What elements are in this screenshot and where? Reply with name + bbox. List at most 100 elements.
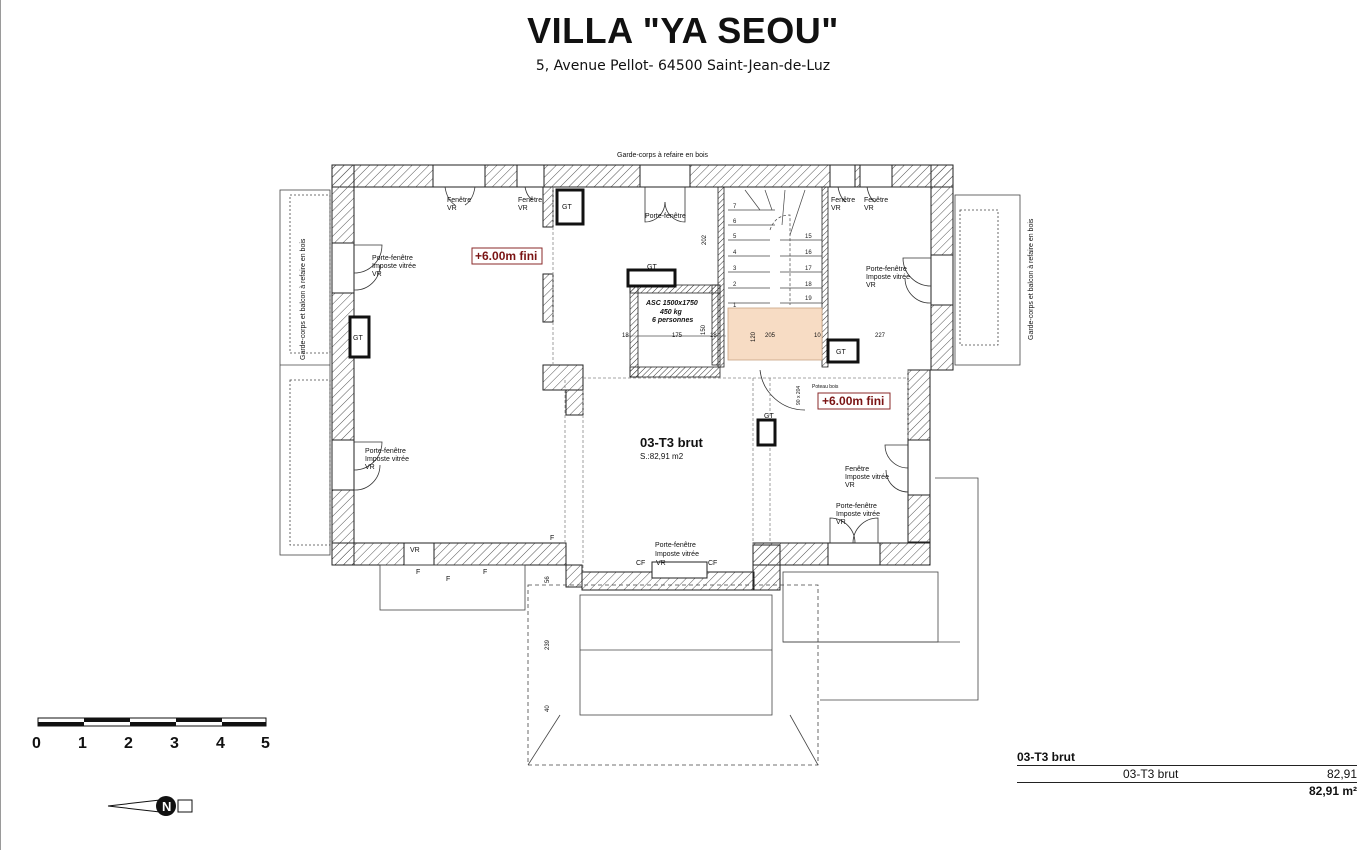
unit-area-label: S.:82,91 m2 <box>640 452 684 461</box>
stair-step-17: 17 <box>805 266 812 272</box>
label-porte-fenetre-bottom: Porte-fenêtre <box>655 542 696 549</box>
label-fenetre-top-1: Fenêtre <box>447 197 471 204</box>
unit-name-label: 03-T3 brut <box>640 435 704 450</box>
dim-202: 202 <box>702 234 708 245</box>
scale-label-4: 4 <box>216 735 225 752</box>
balconies <box>279 189 1021 766</box>
label-poteau-bois: Poteau bois <box>812 384 839 390</box>
label-imposte-bottom-right: Imposte vitrée <box>836 511 880 518</box>
partitions <box>552 187 909 572</box>
label-porte-fenetre-left-2: Porte-fenêtre <box>365 448 406 455</box>
stair-step-19: 19 <box>805 296 812 302</box>
label-left-railing: Garde-corps et balcon à refaire en bois <box>300 238 307 360</box>
area-schedule-table: 03-T3 brut 03-T3 brut 82,91 82,91 m² <box>1017 750 1357 798</box>
dim-56: 56 <box>545 576 551 583</box>
area-table-title: 03-T3 brut <box>1017 750 1357 766</box>
stair-landing <box>727 307 823 361</box>
label-vr-left-1: VR <box>372 271 382 278</box>
dim-205: 205 <box>765 333 776 339</box>
label-fenetre-right-low: Fenêtre <box>845 466 869 473</box>
stair-step-1: 1 <box>733 303 737 309</box>
label-porte-fenetre-top: Porte-fenêtre <box>645 213 686 220</box>
scale-label-3: 3 <box>170 735 179 752</box>
label-vr-bottom: VR <box>656 560 666 567</box>
scale-label-5: 5 <box>261 735 270 752</box>
project-address: 5, Avenue Pellot- 64500 Saint-Jean-de-Lu… <box>535 58 831 74</box>
area-table-row: 03-T3 brut 82,91 <box>1017 766 1357 783</box>
label-gt-1: GT <box>562 204 572 211</box>
scale-label-0: 0 <box>32 735 41 752</box>
scale-bar <box>37 717 267 727</box>
label-vr-bottom-right: VR <box>836 519 846 526</box>
stair-step-4: 4 <box>733 250 737 256</box>
elevator-spec-2: 450 kg <box>659 309 683 316</box>
label-porte-fenetre-left-1: Porte-fenêtre <box>372 255 413 262</box>
label-vr-right-low: VR <box>845 482 855 489</box>
dim-door-204: 90 x 204 <box>796 386 802 405</box>
dim-10: 10 <box>814 333 821 339</box>
label-vr-top-4: VR <box>864 205 874 212</box>
area-table-row-name: 03-T3 brut <box>1123 767 1179 781</box>
dim-239: 239 <box>545 639 551 650</box>
label-vr-top-1: VR <box>447 205 457 212</box>
label-porte-fenetre-right: Porte-fenêtre <box>866 266 907 273</box>
area-table-total: 82,91 m² <box>1308 784 1357 798</box>
dim-227: 227 <box>875 333 886 339</box>
label-f-bay-2: F <box>446 576 450 583</box>
stair-step-15: 15 <box>805 234 812 240</box>
stair-step-5: 5 <box>733 234 737 240</box>
elevator-spec-1: ASC 1500x1750 <box>645 300 698 307</box>
dim-18-a: 18 <box>622 333 629 339</box>
dim-175: 175 <box>672 333 683 339</box>
stair-step-7: 7 <box>733 204 737 210</box>
label-cf-bottom-2: CF <box>708 560 717 567</box>
dim-40: 40 <box>545 705 551 712</box>
label-vr-top-3: VR <box>831 205 841 212</box>
dim-18-b: 18 <box>710 333 717 339</box>
scale-label-2: 2 <box>124 735 133 752</box>
stair-step-16: 16 <box>805 250 812 256</box>
level-marker-right-box <box>817 392 891 410</box>
elevator-shaft <box>626 284 726 378</box>
svg-text:N: N <box>162 799 171 814</box>
label-imposte-right: Imposte vitrée <box>866 274 910 281</box>
stair-step-3: 3 <box>733 266 737 272</box>
label-gt-3: GT <box>647 264 657 271</box>
label-f-wall: F <box>550 535 554 542</box>
label-f-bay-3: F <box>483 569 487 576</box>
level-marker-right: +6.00m fini <box>822 394 884 408</box>
label-cf-bottom-1: CF <box>636 560 645 567</box>
label-gt-4: GT <box>836 349 846 356</box>
label-imposte-bottom: Imposte vitrée <box>655 551 699 558</box>
window-openings <box>331 164 954 579</box>
stair-step-2: 2 <box>733 282 737 288</box>
project-title: VILLA "YA SEOU" <box>527 10 839 51</box>
label-top-railing: Garde-corps à refaire en bois <box>617 152 709 159</box>
stair-step-18: 18 <box>805 282 812 288</box>
label-vr-top-2: VR <box>518 205 528 212</box>
level-marker-left-box <box>471 247 543 265</box>
stair-step-6: 6 <box>733 219 737 225</box>
label-vr-bottom-left: VR <box>410 547 420 554</box>
label-imposte-left-2: Imposte vitrée <box>365 456 409 463</box>
scale-label-1: 1 <box>78 735 87 752</box>
area-table-row-value: 82,91 <box>1326 767 1357 781</box>
label-fenetre-top-4: Fenêtre <box>864 197 888 204</box>
door-swings <box>353 186 932 544</box>
label-vr-right: VR <box>866 282 876 289</box>
label-imposte-left-1: Imposte vitrée <box>372 263 416 270</box>
label-fenetre-top-2: Fenêtre <box>518 197 542 204</box>
dim-150: 150 <box>701 324 707 335</box>
dim-120: 120 <box>751 331 757 342</box>
scale-bar-labels: 0 1 2 3 4 5 <box>30 735 280 755</box>
label-fenetre-top-3: Fenêtre <box>831 197 855 204</box>
level-marker-left: +6.00m fini <box>475 249 537 263</box>
label-f-bay-1: F <box>416 569 420 576</box>
label-imposte-right-low: Imposte vitrée <box>845 474 889 481</box>
label-right-railing: Garde-corps et balcon à refaire en bois <box>1028 218 1035 340</box>
north-arrow-icon: N <box>107 796 193 816</box>
label-porte-fenetre-bottom-right: Porte-fenêtre <box>836 503 877 510</box>
label-vr-left-2: VR <box>365 464 375 471</box>
staircase: 1 2 3 4 5 6 7 15 16 17 18 19 <box>717 186 829 368</box>
